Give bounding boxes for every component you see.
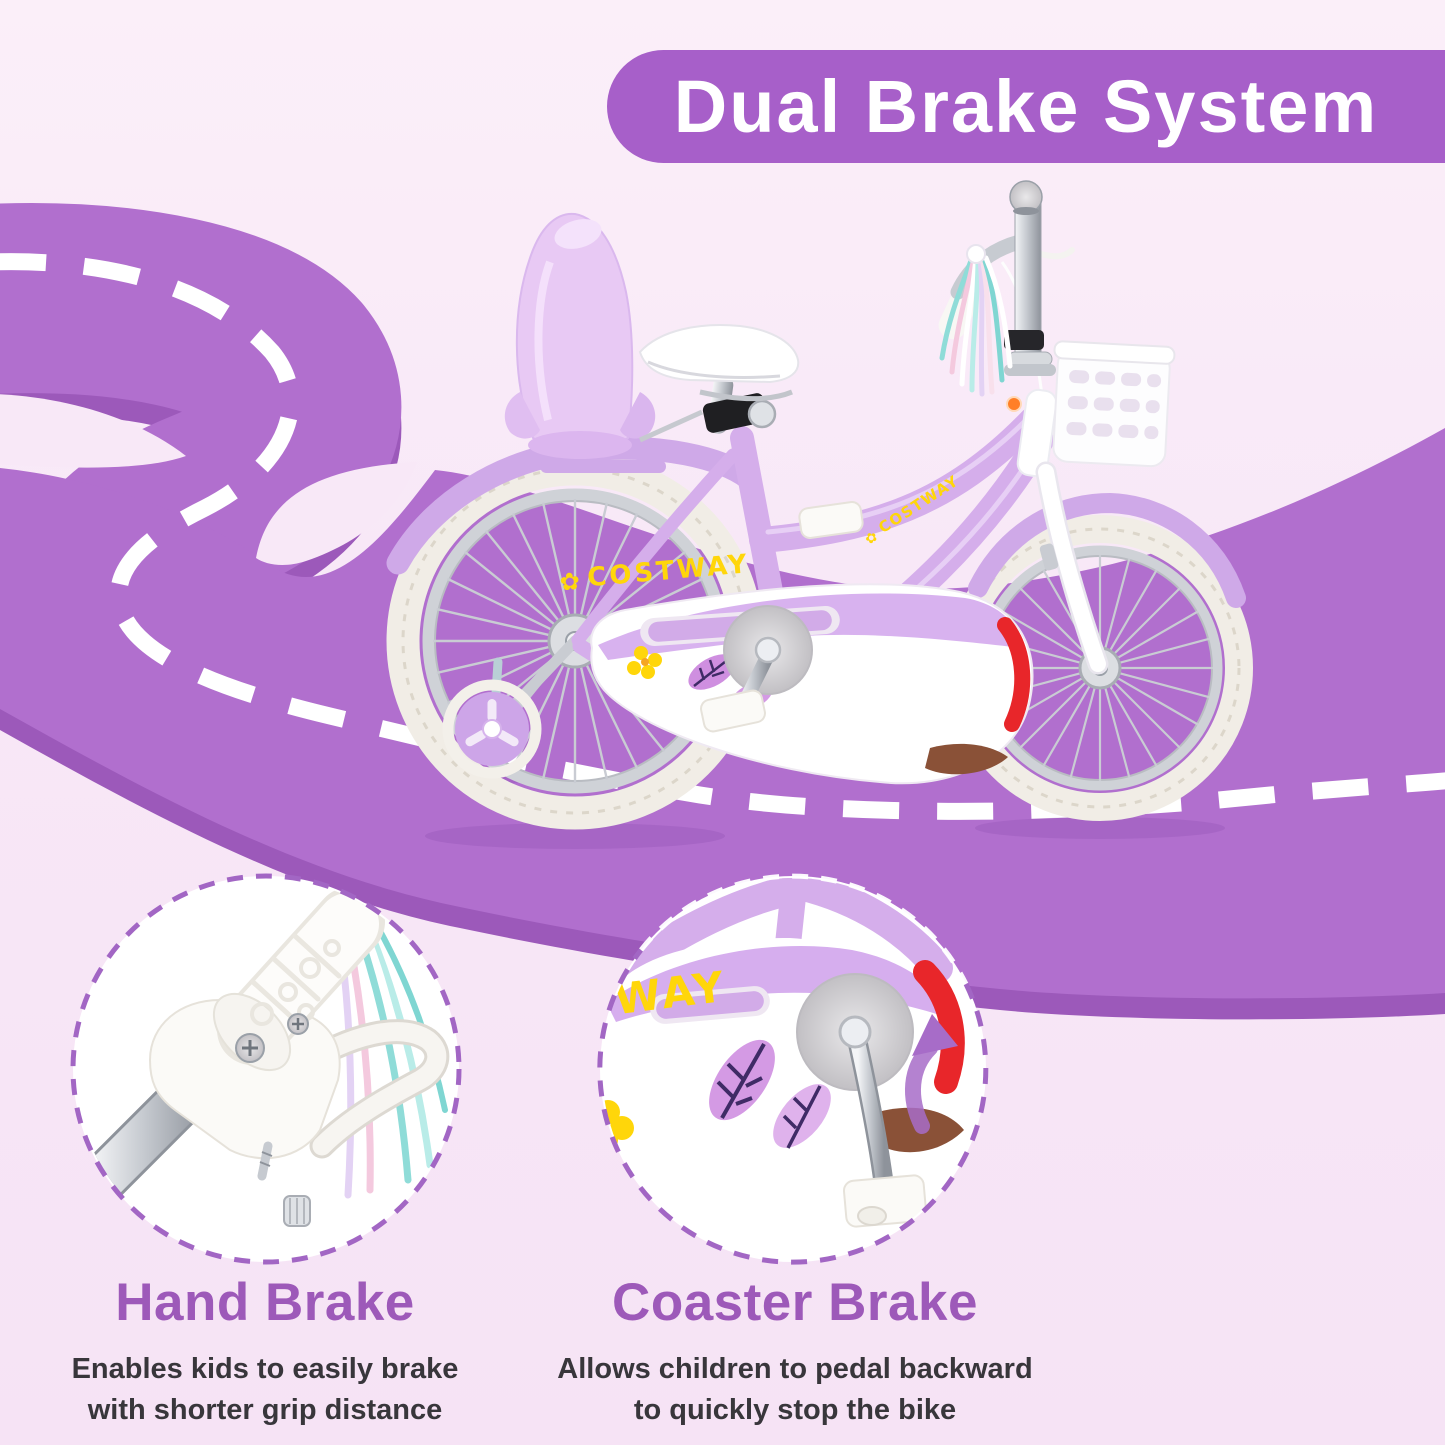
coaster-ring-bottom [597, 948, 989, 1265]
hand-brake-callout [70, 873, 462, 1265]
title-banner: Dual Brake System [607, 50, 1445, 163]
basket [1052, 340, 1176, 468]
road-curve-gap-middle [256, 462, 417, 565]
brake-lever [288, 1022, 447, 1156]
coaster-ring-top [639, 873, 969, 986]
doll-seat [504, 212, 704, 473]
page-title: Dual Brake System [673, 65, 1379, 148]
hand-brake-ring [70, 873, 462, 1265]
hand-brake-description-line1: Enables kids to easily brake [71, 1353, 459, 1385]
coaster-brake-description-line1: Allows children to pedal backward [557, 1353, 1033, 1385]
coaster-brake-callout: WAY [597, 873, 989, 1265]
fork [1038, 464, 1106, 672]
front-brake-caliper [1039, 543, 1059, 571]
backward-pedal-arrow-icon [905, 1014, 958, 1134]
fork-group [1016, 388, 1109, 675]
head-tube [1016, 388, 1058, 478]
front-fender [968, 492, 1246, 608]
road-curve-gap-left [0, 394, 186, 468]
guard-red-decal [997, 617, 1031, 732]
crank-arm [850, 1036, 892, 1194]
training-wheel [442, 635, 581, 779]
guard-flower-decal [627, 646, 662, 679]
rear-wheel-shadow [425, 823, 725, 849]
brake-housing [148, 998, 341, 1160]
hand-brake-description-line2: with shorter grip distance [87, 1394, 443, 1427]
hand-brake-feature: Hand Brake Enables kids to easily brake … [30, 1272, 500, 1431]
streamers [939, 244, 1013, 397]
coaster-brake-heading: Coaster Brake [612, 1273, 978, 1332]
coaster-brake-feature: Coaster Brake Allows children to pedal b… [525, 1272, 1065, 1431]
pedal [700, 689, 766, 733]
guard-brown-decal [925, 743, 1008, 775]
saddle-group [638, 324, 800, 434]
costway-flower-icon: ✿ [559, 567, 581, 597]
hand-brake-heading: Hand Brake [115, 1273, 415, 1332]
housing-screws [235, 1013, 311, 1227]
saddle [638, 324, 800, 384]
closeup-leaf-decals [709, 1039, 831, 1149]
handlebar-group [938, 180, 1075, 471]
far-pedal [798, 500, 864, 540]
grip-embossing [250, 939, 341, 1026]
grip-ridges [250, 933, 342, 1025]
closeup-red-decal [913, 960, 965, 1094]
coaster-brake-description-line2: to quickly stop the bike [633, 1394, 957, 1427]
reflector [1006, 396, 1022, 412]
hand-brake-photo [75, 887, 450, 1227]
seat-stay [571, 448, 740, 647]
front-wheel-shadow [975, 817, 1225, 839]
coaster-brake-photo: WAY [602, 878, 965, 1228]
